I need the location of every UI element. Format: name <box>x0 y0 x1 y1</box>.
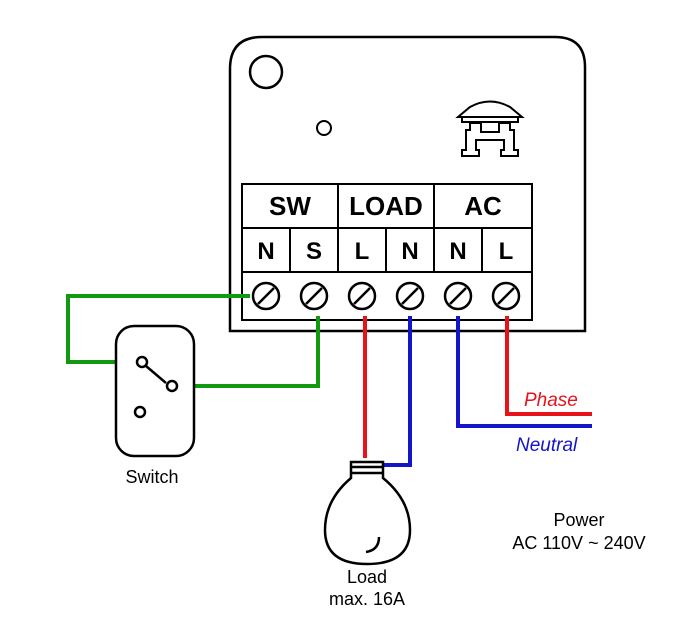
switch-wire-s <box>172 316 320 388</box>
neutral-label: Neutral <box>516 435 578 456</box>
wall-switch-icon <box>114 324 196 458</box>
mounting-hole <box>248 54 284 90</box>
screw-terminal-icon <box>491 281 521 311</box>
power-label-line1: Power <box>553 510 604 530</box>
screw-terminals <box>251 281 521 311</box>
switch-label: Switch <box>125 467 178 487</box>
pin-label-sw-n: N <box>257 238 274 265</box>
pin-label-sw-s: S <box>306 238 322 265</box>
group-label-load: LOAD <box>349 191 423 221</box>
light-bulb-icon <box>323 460 412 566</box>
load-label-line1: Load <box>347 567 387 587</box>
power-label-line2: AC 110V ~ 240V <box>512 533 645 553</box>
screw-terminal-icon <box>299 281 329 311</box>
phase-label: Phase <box>524 390 578 411</box>
screw-terminal-icon <box>251 281 281 311</box>
pin-label-load-n: N <box>401 238 418 265</box>
terminal-block <box>241 183 533 321</box>
supply-wire-neutral <box>456 316 592 428</box>
house-h-logo-icon <box>455 100 525 157</box>
switch-wire-n <box>66 294 250 364</box>
group-label-ac: AC <box>464 191 502 221</box>
led-indicator <box>316 120 332 136</box>
pin-label-load-l: L <box>355 238 370 265</box>
supply-wire-phase <box>505 316 592 416</box>
screw-terminal-icon <box>443 281 473 311</box>
load-wire-neutral <box>380 316 412 467</box>
screw-terminal-icon <box>347 281 377 311</box>
group-label-sw: SW <box>269 191 311 221</box>
pin-label-ac-n: N <box>449 238 466 265</box>
load-label-line2: max. 16A <box>329 589 405 609</box>
pin-label-ac-l: L <box>499 238 514 265</box>
screw-terminal-icon <box>395 281 425 311</box>
